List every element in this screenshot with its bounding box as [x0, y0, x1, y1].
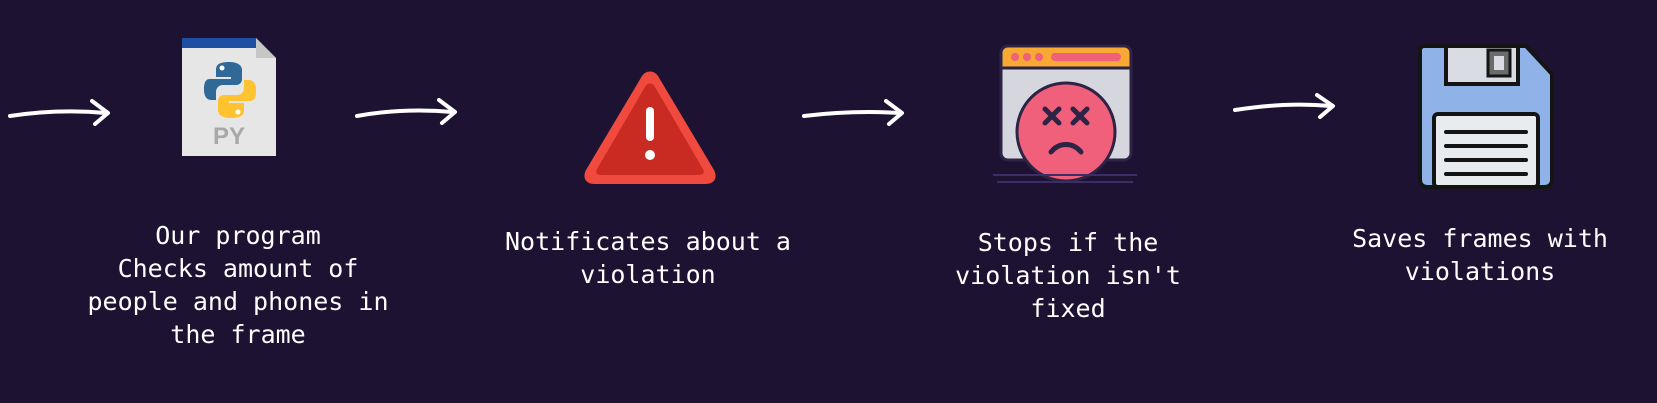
flow-arrow-3: [802, 99, 904, 126]
floppy-disk-save-icon: [1418, 44, 1554, 189]
flow-arrow-4: [1233, 93, 1335, 119]
python-file-label: PY: [213, 123, 245, 150]
flow-arrow-2: [355, 98, 457, 125]
step-1-caption: Our program Checks amount of people and …: [87, 221, 389, 349]
flow-arrow-1: [8, 99, 110, 126]
sad-browser-window-icon: [993, 44, 1137, 183]
step-3-caption: Stops if the violation isn't fixed: [955, 228, 1181, 323]
python-file-icon: PY: [182, 38, 276, 156]
step-4-caption: Saves frames with violations: [1352, 224, 1608, 286]
warning-triangle-icon: [584, 71, 716, 184]
step-2-caption: Notificates about a violation: [505, 227, 791, 289]
